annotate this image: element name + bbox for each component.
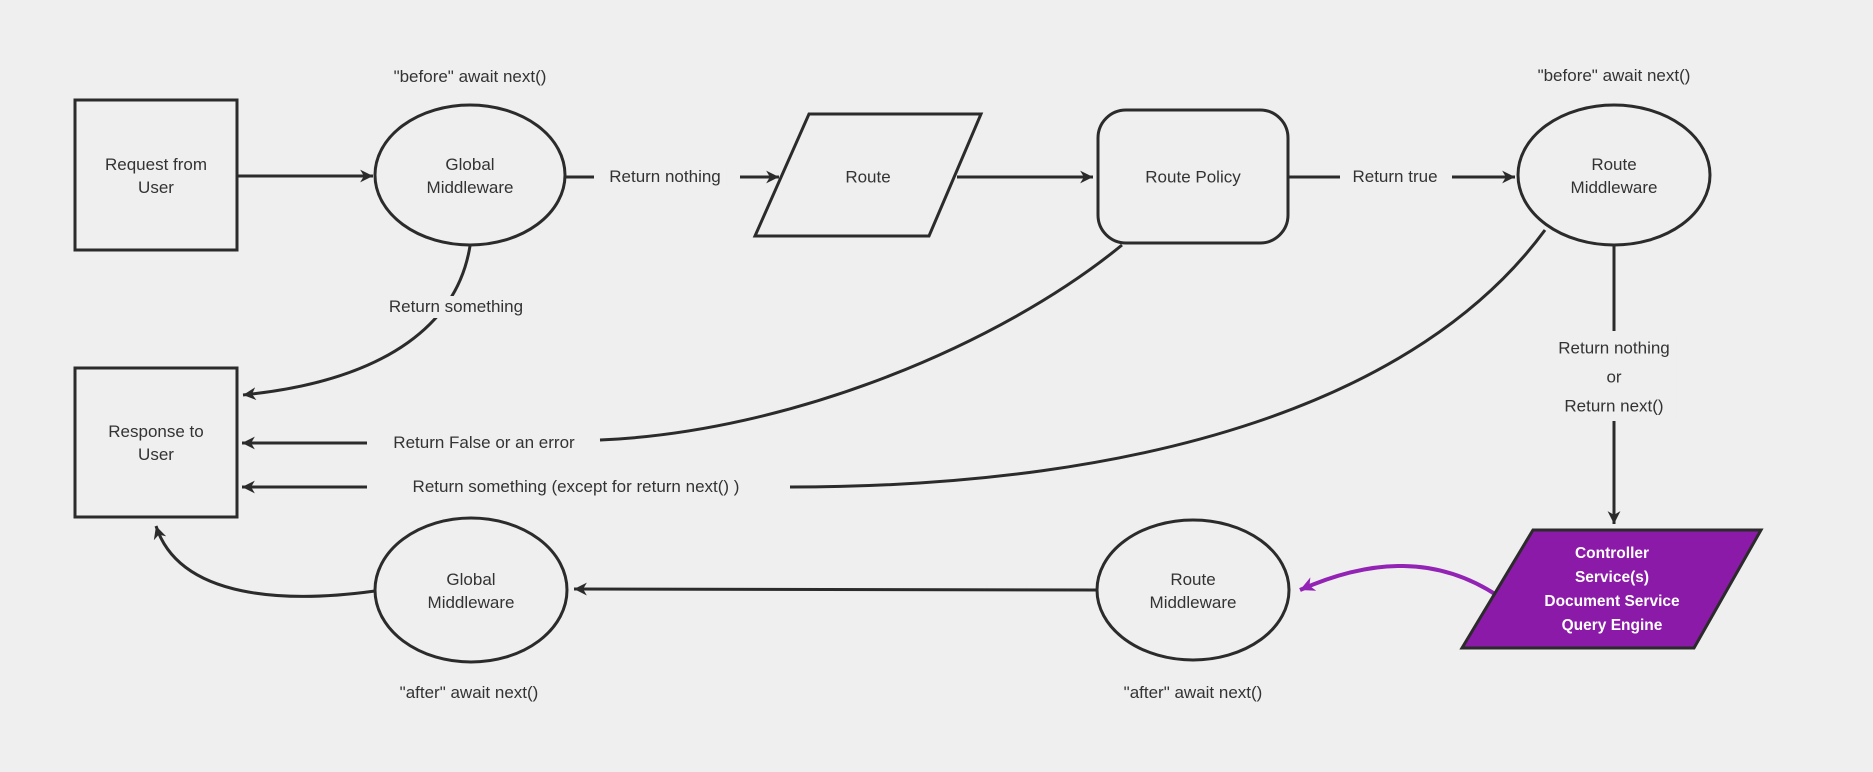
response-node-label: Response to User xyxy=(108,422,204,464)
global-middleware-top-label: Global Middleware xyxy=(426,155,514,197)
route-node-label: Route xyxy=(845,167,891,187)
after-await-next-left-label: "after" await next() xyxy=(394,682,544,704)
request-node-label: Request from User xyxy=(104,155,208,197)
controller-block-shape xyxy=(1459,528,1764,650)
edge-global-return-something-to-response xyxy=(242,245,472,401)
controller-block-label: Controller Service(s) Document Service Q… xyxy=(1544,545,1680,634)
return-something-label: Return something xyxy=(383,296,529,318)
global-middleware-bottom-shape xyxy=(373,516,569,664)
edge-global-bottom-to-response xyxy=(153,525,376,598)
route-policy-shape xyxy=(1096,108,1290,245)
edge-controller-to-route-middleware-bottom xyxy=(1299,564,1500,598)
route-policy-label: Route Policy xyxy=(1145,167,1241,187)
return-nothing-label: Return nothing xyxy=(604,166,726,188)
return-false-or-error-label: Return False or an error xyxy=(388,432,580,454)
return-something-except-label: Return something (except for return next… xyxy=(407,476,745,498)
before-await-next-right-label: "before" await next() xyxy=(1532,65,1696,87)
global-middleware-bottom-label: Global Middleware xyxy=(427,570,515,612)
after-await-next-right-label: "after" await next() xyxy=(1118,682,1268,704)
route-middleware-top-shape xyxy=(1516,103,1712,247)
edge-route-middleware-bottom-to-global-bottom xyxy=(573,582,1098,596)
global-middleware-top-shape xyxy=(373,103,567,247)
request-node-shape xyxy=(73,98,239,252)
before-await-next-left-label: "before" await next() xyxy=(388,66,552,88)
route-middleware-bottom-shape xyxy=(1095,518,1291,662)
route-middleware-bottom-label: Route Middleware xyxy=(1149,570,1237,612)
return-nothing-or-next-label: Return nothing or Return next() xyxy=(1552,333,1676,421)
route-node-shape xyxy=(752,112,984,238)
return-true-label: Return true xyxy=(1347,166,1443,188)
edge-route-policy-return-false-curve xyxy=(599,243,1123,442)
route-middleware-top-label: Route Middleware xyxy=(1570,155,1658,197)
edge-route-middleware-return-something-curve xyxy=(789,229,1547,489)
response-node-shape xyxy=(73,366,239,519)
